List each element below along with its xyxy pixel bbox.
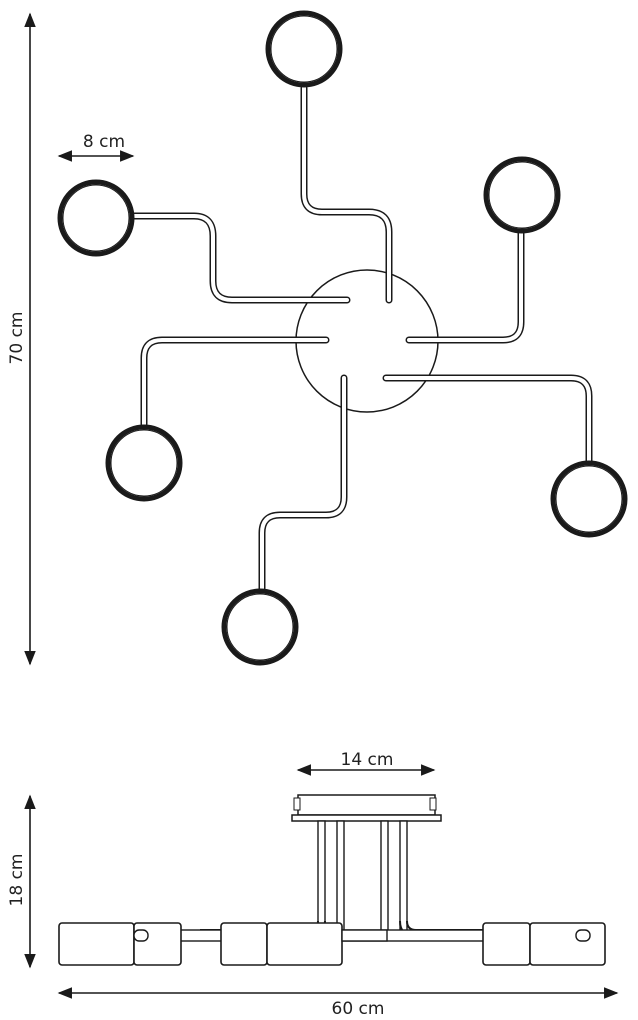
arm-upper-left [130, 212, 351, 304]
shade-bottom [221, 588, 299, 666]
arm-bottom [258, 374, 348, 594]
top-view: 70 cm 8 cm [7, 10, 628, 666]
shade-left [105, 424, 183, 502]
label-height-top: 70 cm [7, 312, 27, 365]
shade-right [550, 460, 628, 538]
arm-right [382, 374, 593, 467]
arm-top [300, 84, 393, 304]
label-height-side: 18 cm [7, 854, 27, 907]
arm-left [140, 336, 330, 428]
shade-upper-left [57, 179, 135, 257]
side-tubes [317, 820, 408, 932]
canopy-side [297, 794, 436, 816]
label-glass-width: 8 cm [83, 132, 125, 152]
shade-upper-right [483, 156, 561, 234]
label-total-width: 60 cm [332, 999, 385, 1019]
side-view: 14 cm 18 cm 60 cm [7, 750, 619, 1019]
label-canopy-width: 14 cm [341, 750, 394, 770]
arm-upper-right [405, 228, 525, 344]
shade-top [265, 10, 343, 88]
